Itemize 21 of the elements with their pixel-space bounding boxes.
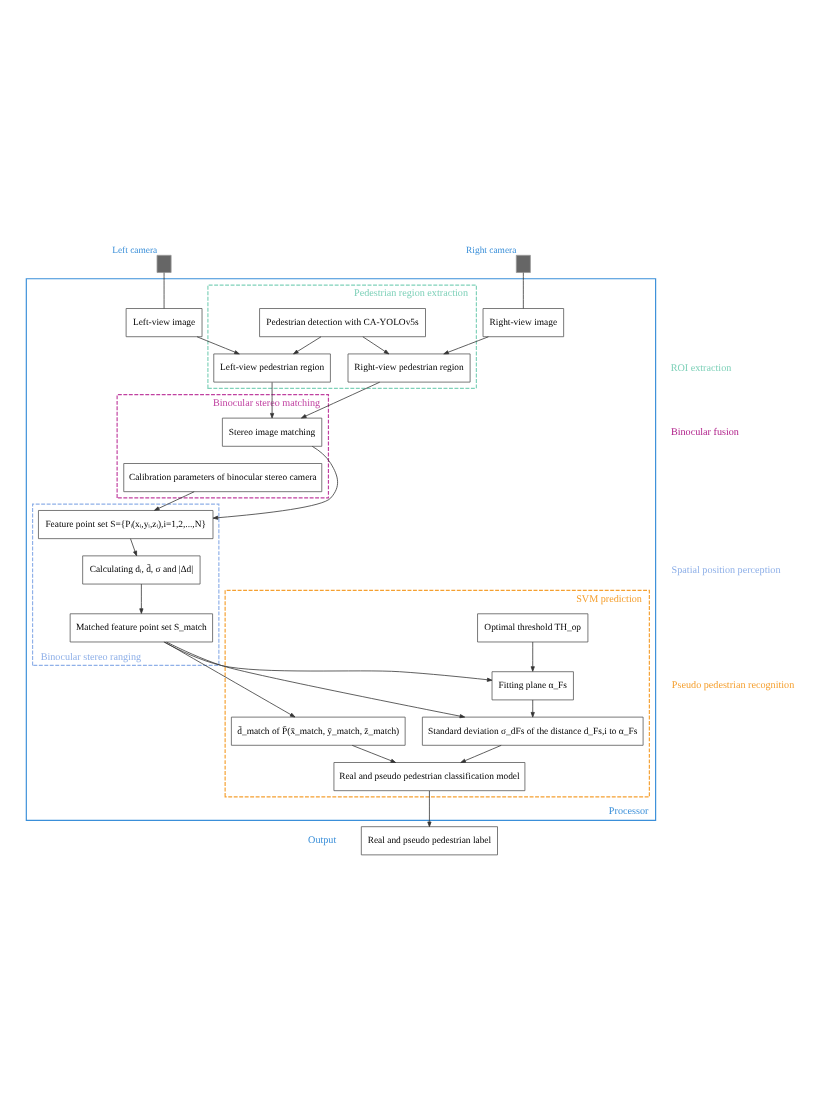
node-camera bbox=[156, 254, 172, 273]
arrow bbox=[530, 699, 535, 718]
arrow bbox=[351, 745, 397, 763]
arrow bbox=[301, 381, 381, 419]
arrow bbox=[166, 641, 466, 719]
arrow bbox=[460, 745, 502, 763]
arrow bbox=[362, 336, 390, 355]
arrow bbox=[130, 538, 137, 557]
arrow bbox=[212, 445, 338, 520]
connector bbox=[522, 272, 524, 309]
arrow bbox=[293, 336, 322, 355]
arrow bbox=[139, 583, 144, 614]
arrow bbox=[154, 491, 195, 511]
arrow bbox=[270, 382, 275, 419]
node-camera bbox=[515, 254, 531, 273]
arrow bbox=[196, 336, 240, 355]
arrow bbox=[427, 790, 432, 828]
arrow bbox=[443, 336, 489, 355]
arrow bbox=[530, 641, 535, 672]
connector bbox=[163, 272, 165, 309]
arrow bbox=[163, 641, 493, 682]
